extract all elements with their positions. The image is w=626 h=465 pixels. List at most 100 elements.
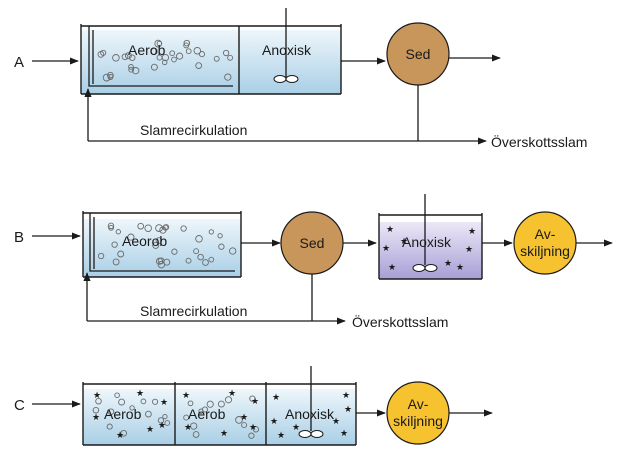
air-bubble (248, 432, 255, 439)
air-bubble (152, 398, 159, 405)
separation-node-b: Av- skiljning (513, 211, 577, 275)
row-label-a: A (14, 54, 24, 71)
air-bubble (154, 39, 163, 48)
mixer-icon-a (273, 8, 299, 83)
air-bubble (137, 222, 145, 230)
air-bubble (111, 241, 118, 248)
tank-anoxic-c: ★★★★★★★★ Anoxisk (270, 366, 352, 440)
air-bubble (156, 54, 163, 61)
tank-label-aerob-a: Aerob (128, 42, 166, 58)
air-bubble (144, 224, 152, 232)
air-bubble (112, 258, 120, 266)
tank-label-aerob-b: Aeorob (122, 233, 167, 249)
sludge-star-icon: ★ (456, 262, 464, 272)
air-bubble (198, 51, 206, 58)
air-bubble (193, 46, 202, 55)
air-bubble (155, 257, 164, 265)
air-bubble (95, 397, 102, 405)
sludge-star-icon: ★ (292, 422, 300, 432)
sludge-star-icon: ★ (340, 428, 348, 438)
air-bubble (97, 252, 105, 260)
sludge-star-icon: ★ (388, 262, 396, 272)
air-bubble (183, 39, 191, 47)
air-bubble (208, 229, 214, 235)
air-bubble (107, 408, 115, 415)
row-a: A Aerob Anoxisk (14, 8, 587, 150)
tank-anoxic-b: ★★★★★★★★ Anoxisk (378, 194, 483, 280)
air-bubble (195, 235, 203, 243)
air-bubble (171, 56, 177, 63)
air-bubbles-b (97, 222, 237, 269)
air-bubble (120, 429, 128, 437)
tank-aerob-c1: ★★★★★★★ Aerob (92, 388, 171, 440)
sludge-star-icon: ★ (146, 424, 154, 434)
air-bubble (201, 406, 209, 413)
row-c: C ★★★★★★★ Aerob ★★★★★★★ Aerob ★★★★★★★★ A… (14, 366, 493, 446)
tank-anoxic-a: Anoxisk (238, 8, 342, 95)
row-label-b: B (14, 229, 24, 246)
air-bubble (150, 47, 158, 55)
sed-node-a: Sed (386, 22, 450, 86)
air-bubble (161, 59, 168, 66)
air-bubble (202, 259, 209, 266)
air-bubble (241, 422, 248, 429)
air-bubble (227, 54, 234, 61)
aerator-pipe-a (88, 26, 233, 87)
excess-sludge-label-a: Överskottsslam (491, 133, 587, 150)
air-bubble (132, 67, 140, 75)
air-bubble (185, 48, 192, 55)
tank-aerob-a: Aerob (80, 24, 239, 95)
air-bubble (128, 64, 134, 70)
air-bubble (115, 229, 121, 235)
sludge-star-icon: ★ (160, 397, 168, 407)
air-bubble (107, 222, 115, 230)
air-bubble (157, 417, 165, 424)
separation-label-c-1: Av- (408, 396, 429, 412)
tank-anoxic-a-water (239, 30, 341, 94)
air-bubble (197, 253, 204, 261)
aerator-pipe-b (89, 213, 235, 272)
air-bubble (152, 241, 160, 249)
mixer-icon-b (412, 194, 438, 272)
air-bubbles-a (97, 39, 234, 82)
air-bubble (213, 55, 220, 62)
sludge-stars-c2: ★★★★★★★ (182, 388, 259, 438)
sludge-star-icon: ★ (468, 226, 476, 236)
separation-label-c-2: skiljning (393, 413, 443, 429)
separation-node-c: Av- skiljning (386, 381, 450, 445)
air-bubble (192, 431, 200, 438)
row-b: B Aeorob Sed ★★★★★★★★ Anoxisk (14, 194, 613, 330)
sludge-star-icon: ★ (342, 390, 350, 400)
sludge-star-icon: ★ (444, 258, 452, 268)
separation-label-b-2: skiljning (520, 243, 570, 259)
air-bubble (107, 74, 114, 80)
air-bubble (195, 62, 203, 69)
mixer-icon-c (298, 366, 324, 438)
row-label-c: C (14, 397, 25, 414)
separation-label-b-1: Av- (535, 226, 556, 242)
air-bubble (108, 224, 114, 231)
air-bubble (157, 260, 166, 269)
sludge-star-icon: ★ (332, 416, 340, 426)
sludge-star-icon: ★ (228, 388, 236, 398)
air-bubble (155, 237, 163, 244)
sludge-stars-b: ★★★★★★★★ (382, 224, 476, 272)
sed-label-a: Sed (406, 46, 431, 62)
tank-label-aerob-c1: Aerob (104, 406, 142, 422)
air-bubble (117, 250, 125, 258)
sludge-star-icon: ★ (220, 428, 228, 438)
air-bubble (121, 53, 129, 61)
air-bubble (164, 420, 171, 426)
air-bubble (150, 63, 158, 71)
sludge-star-icon: ★ (270, 416, 278, 426)
sludge-star-icon: ★ (182, 390, 190, 400)
sludge-star-icon: ★ (184, 422, 192, 432)
sludge-star-icon: ★ (465, 244, 473, 254)
air-bubble (92, 406, 100, 414)
sed-label-b: Sed (300, 235, 325, 251)
air-bubble (185, 257, 192, 264)
air-bubble (124, 52, 132, 60)
air-bubble (169, 50, 176, 57)
tank-aerob-a-water (81, 30, 239, 94)
sludge-star-icon: ★ (136, 388, 144, 398)
